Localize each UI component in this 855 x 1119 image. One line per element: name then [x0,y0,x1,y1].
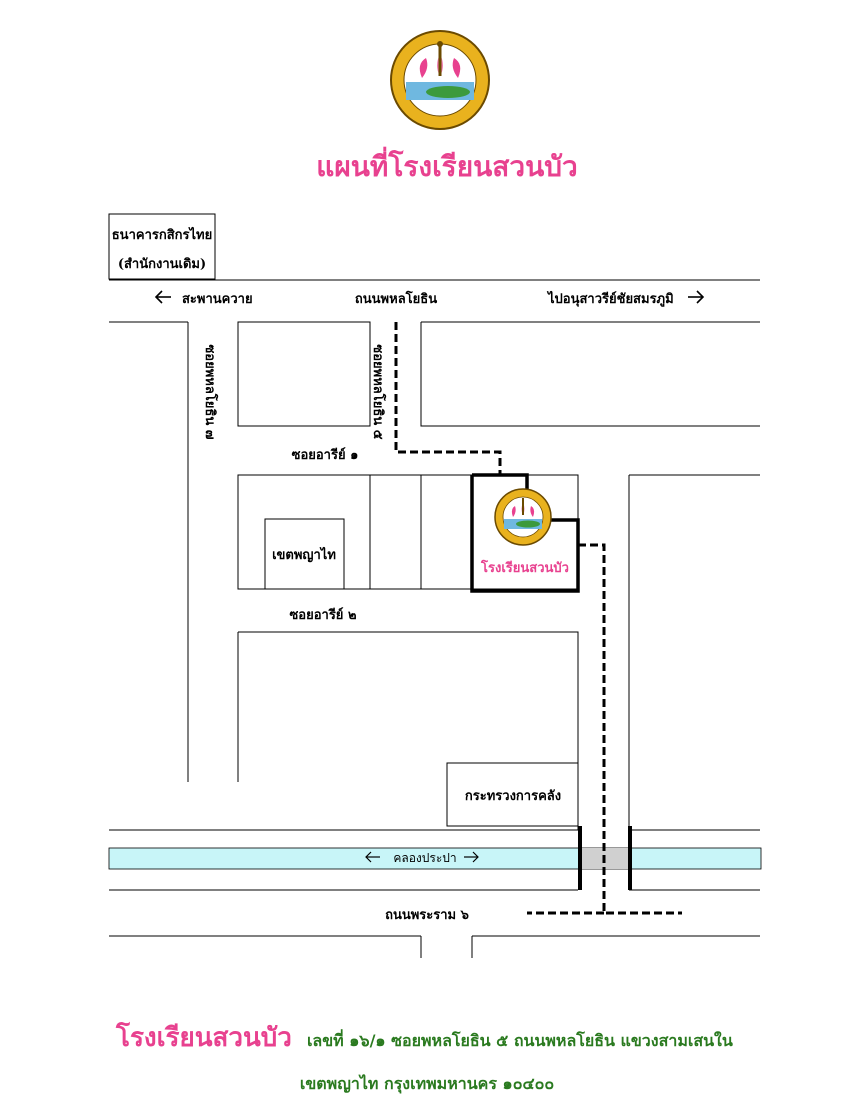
soi-phahon-5-label: ซอยพหลโยธิน ๕ [370,344,387,439]
address-line1: โรงเรียนสวนบัว เลขที่ ๑๖/๑ ซอยพหลโยธิน ๕… [115,1021,733,1053]
soi-phahon-7-label: ซอยพหลโยธิน ๗ [202,344,219,439]
arrow-right-icon [688,290,705,304]
school-seal-icon [494,488,552,546]
school-label: โรงเรียนสวนบัว [480,559,569,576]
map-title: แผนที่โรงเรียนสวนบัว [316,146,577,183]
route-north [394,322,502,475]
arrow-right-icon [464,851,479,863]
west-direction-label: สะพานควาย [182,292,253,307]
phahon-road-label: ถนนพหลโยธิน [355,290,437,307]
rama6-road-label: ถนนพระราม ๖ [385,908,469,923]
block-nw [237,321,371,427]
block-ne [420,322,760,427]
bank-label-line2: (สำนักงานเดิม) [118,256,206,272]
bank-block [108,213,216,280]
ministry-label: กระทรวงการคลัง [465,789,561,804]
block-west-ari [237,474,371,590]
school-boundary [470,473,580,593]
address-school-name: โรงเรียนสวนบัว [115,1021,292,1053]
address-line2: เขตพญาไท กรุงเทพมหานคร ๑๐๔๐๐ [300,1074,554,1094]
lotus-icon [419,41,461,78]
ministry-block [446,762,579,827]
arrow-left-icon [365,851,380,863]
block-mid-ari-2 [420,474,473,590]
soi-ari-2-label: ซอยอารีย์ ๒ [289,607,356,623]
bank-label-line1: ธนาคารกสิกรไทย [112,226,212,243]
block-mid-ari-1 [369,474,422,590]
canal-label: คลองประปา [393,851,456,865]
address-detail: เลขที่ ๑๖/๑ ซอยพหลโยธิน ๕ ถนนพหลโยธิน แข… [307,1029,733,1050]
soi-ari-1-label: ซอยอารีย์ ๑ [292,447,359,463]
district-label: เขตพญาไท [272,546,336,563]
school-seal-icon [390,30,490,130]
east-direction-label: ไปอนุสาวรีย์ชัยสมรภูมิ [546,290,674,307]
arrow-left-icon [154,290,171,304]
district-block [264,518,345,590]
route-south [527,543,682,915]
